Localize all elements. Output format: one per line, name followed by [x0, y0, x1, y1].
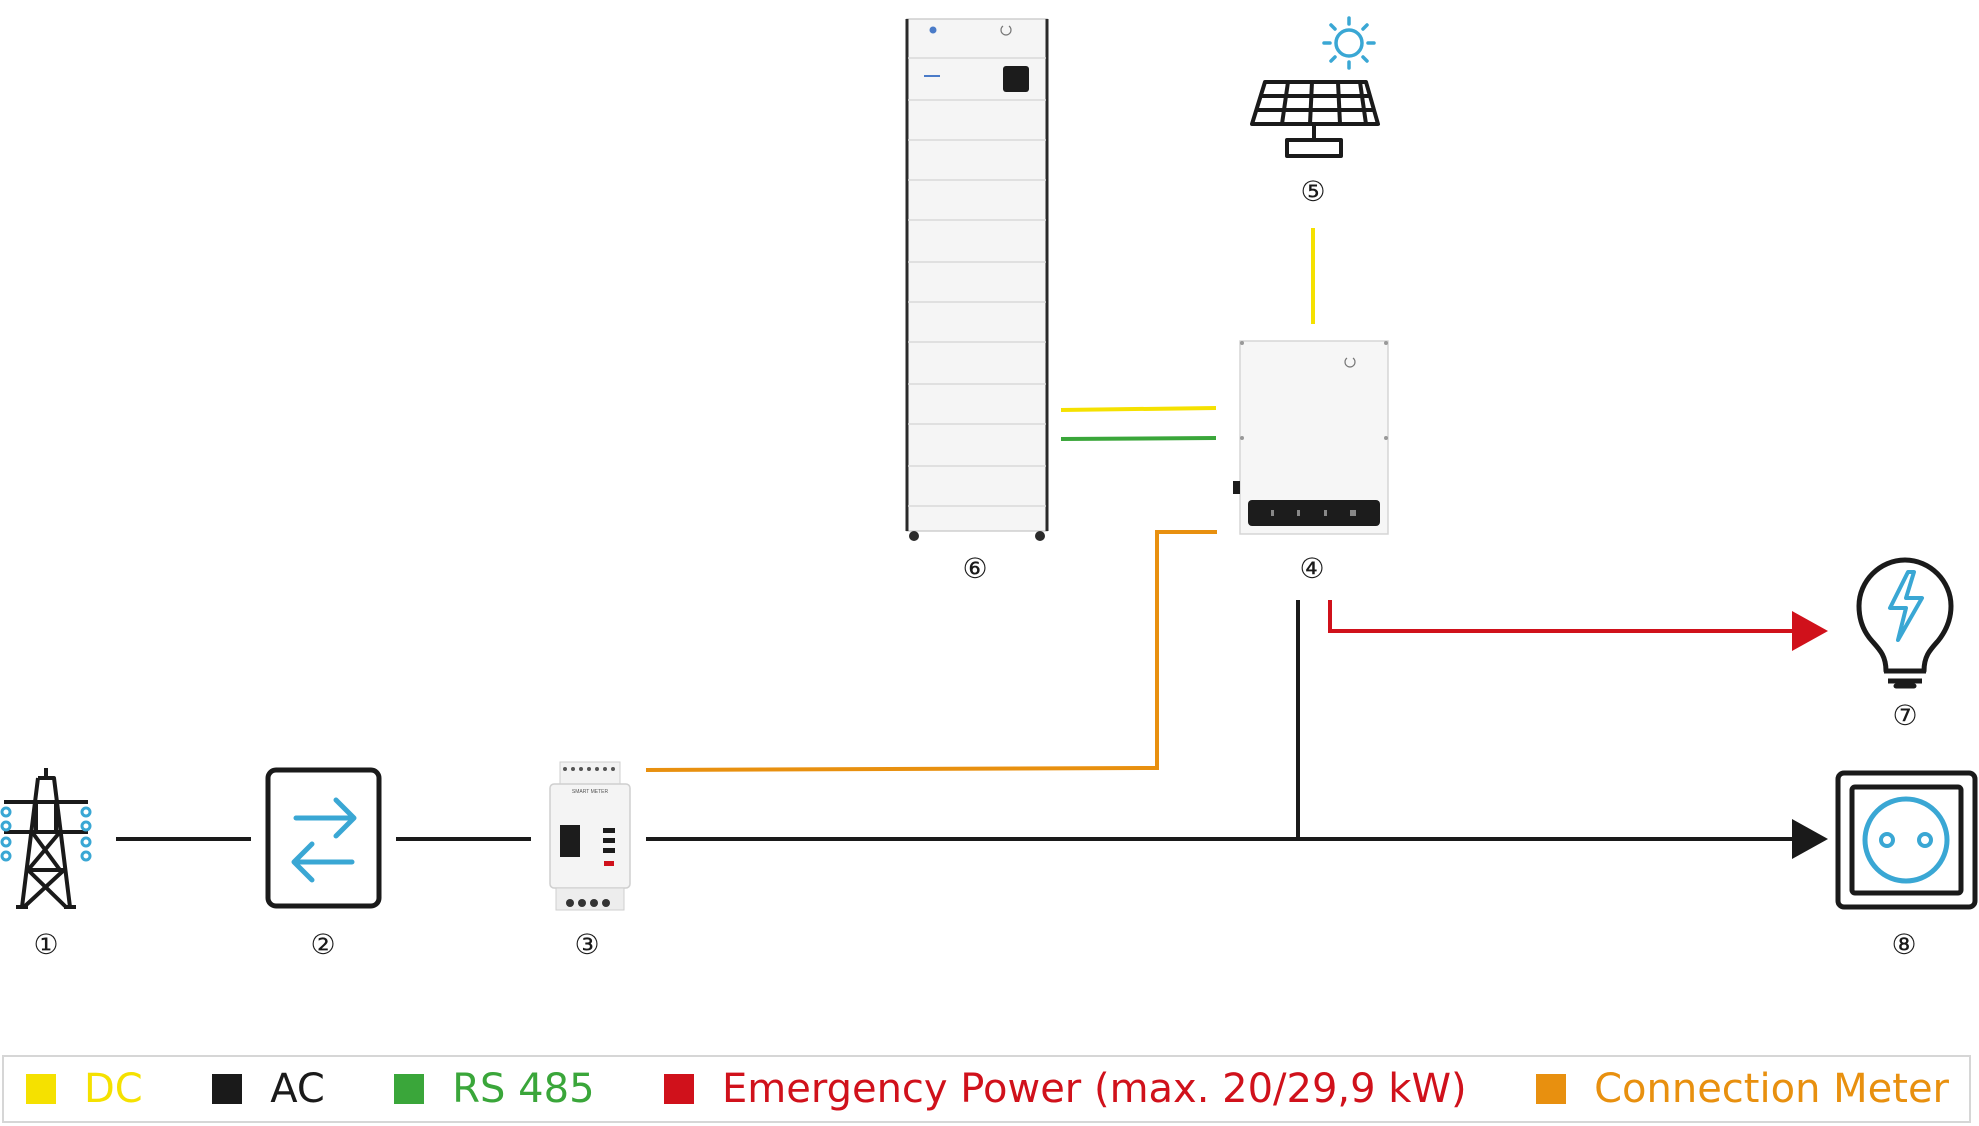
legend-swatch-rs485 — [394, 1074, 425, 1104]
legend-item-emergency: Emergency Power (max. 20/29,9 kW) — [663, 1066, 1467, 1112]
legend-swatch-emergency — [663, 1074, 694, 1104]
legend-swatch-dc — [26, 1074, 56, 1104]
component-number-2: ② — [310, 928, 335, 961]
legend-item-rs485: RS 485 — [394, 1066, 595, 1112]
legend-label-emergency: Emergency Power (max. 20/29,9 kW) — [721, 1066, 1467, 1112]
emergency-arrow — [1792, 611, 1828, 651]
legend: DC AC RS 485 Emergency Power (max. 20/29… — [2, 1055, 1971, 1123]
dc-line-battery-inverter — [1060, 406, 1217, 412]
component-number-5: ⑤ — [1300, 175, 1325, 208]
inverter-device — [1233, 340, 1389, 535]
solar-panel-icon — [1250, 16, 1380, 158]
component-number-6: ⑥ — [962, 552, 987, 585]
battery-stack-device — [905, 18, 1049, 541]
connection-lines — [116, 228, 1828, 859]
ac-arrow-socket — [1792, 819, 1828, 859]
component-number-3: ③ — [574, 928, 599, 961]
rs485-line-battery-inverter — [1060, 436, 1217, 441]
component-number-7: ⑦ — [1892, 699, 1917, 732]
connection-meter-line — [645, 530, 1217, 772]
legend-item-connection-meter: Connection Meter — [1536, 1069, 1949, 1109]
legend-label-dc: DC — [84, 1066, 143, 1112]
component-number-8: ⑧ — [1891, 928, 1916, 961]
smart-meter-label: SMART METER — [572, 789, 609, 795]
legend-swatch-ac — [212, 1074, 243, 1104]
smart-meter-device: SMART METER — [549, 761, 631, 911]
legend-item-dc: DC — [26, 1069, 143, 1109]
power-socket-icon — [1835, 770, 1978, 910]
legend-item-ac: AC — [212, 1069, 325, 1109]
legend-label-connection-meter: Connection Meter — [1594, 1066, 1949, 1112]
legend-label-rs485: RS 485 — [452, 1066, 595, 1112]
component-number-1: ① — [33, 928, 58, 961]
legend-label-ac: AC — [270, 1066, 325, 1112]
light-bulb-icon — [1856, 557, 1954, 689]
power-pylon-icon — [0, 768, 92, 909]
bidirectional-arrows-icon — [265, 767, 382, 909]
component-number-4: ④ — [1299, 552, 1324, 585]
legend-swatch-connection-meter — [1536, 1074, 1567, 1104]
emergency-power-line — [1328, 600, 1795, 633]
